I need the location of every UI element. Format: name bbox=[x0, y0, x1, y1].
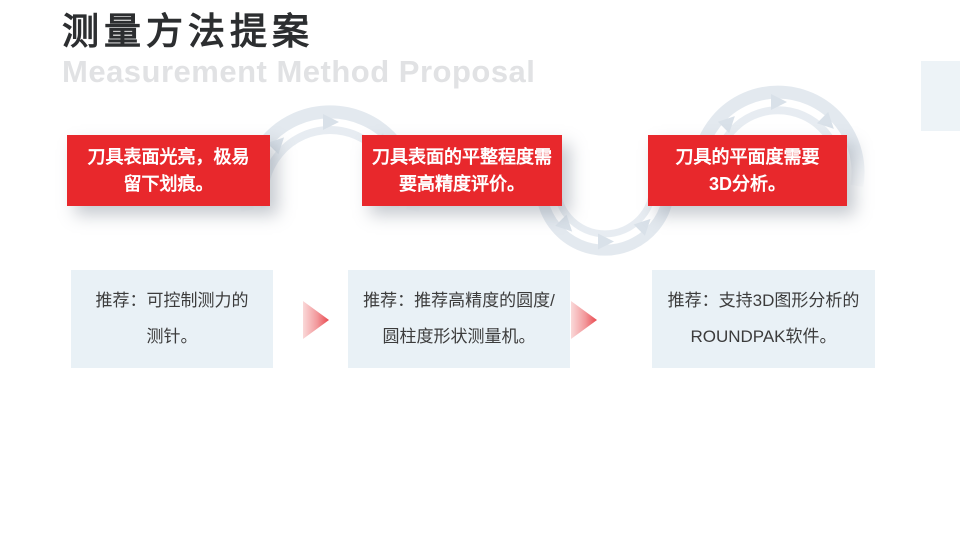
problem-card-3: 刀具的平面度需要 3D分析。 bbox=[648, 135, 847, 206]
problem-card-1: 刀具表面光亮，极易 留下划痕。 bbox=[67, 135, 270, 206]
recommendation-card-2: 推荐：推荐高精度的圆度/ 圆柱度形状测量机。 bbox=[348, 270, 570, 368]
page-subtitle: Measurement Method Proposal bbox=[62, 54, 536, 89]
recommendation-card-text: 推荐：推荐高精度的圆度/ 圆柱度形状测量机。 bbox=[363, 291, 555, 346]
problem-card-text: 刀具的平面度需要 3D分析。 bbox=[675, 146, 820, 194]
recommendation-card-text: 推荐：支持3D图形分析的 ROUNDPAK软件。 bbox=[667, 291, 860, 346]
page-title: 测量方法提案 bbox=[62, 11, 314, 52]
corner-accent-block bbox=[921, 61, 960, 131]
problem-card-text: 刀具表面的平整程度需 要高精度评价。 bbox=[372, 146, 552, 194]
problem-card-2: 刀具表面的平整程度需 要高精度评价。 bbox=[362, 135, 562, 206]
recommendation-card-text: 推荐：可控制测力的 测针。 bbox=[95, 291, 249, 346]
recommendation-card-1: 推荐：可控制测力的 测针。 bbox=[71, 270, 273, 368]
slide-header: 测量方法提案 Measurement Method Proposal bbox=[62, 10, 535, 89]
recommendation-card-3: 推荐：支持3D图形分析的 ROUNDPAK软件。 bbox=[652, 270, 875, 368]
problem-card-text: 刀具表面光亮，极易 留下划痕。 bbox=[87, 146, 250, 194]
